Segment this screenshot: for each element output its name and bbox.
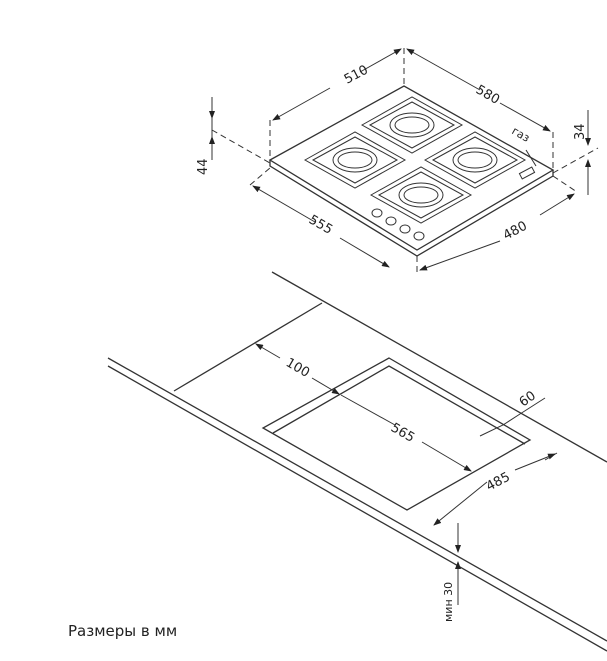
gas-inlet [518, 166, 536, 180]
countertop-drawing: 100 565 60 485 мин 30 [107, 271, 607, 652]
gas-label: газ [510, 124, 533, 145]
countertop-front-edge-top [107, 357, 607, 642]
burner-back [360, 96, 464, 154]
dim-min-30: мин 30 [442, 582, 455, 622]
gas-leader [525, 149, 537, 167]
hob-drawing: 510 580 555 480 44 34 газ [196, 48, 599, 272]
dim-100: 100 [283, 355, 312, 380]
dim-565: 565 [388, 420, 417, 445]
countertop-front-edge-bottom [107, 365, 607, 652]
countertop-back-edge [271, 271, 607, 463]
cutout-inner [272, 365, 526, 445]
dim-510: 510 [342, 63, 371, 88]
dim-44: 44 [196, 158, 211, 175]
dim-60: 60 [517, 388, 539, 410]
units-caption: Размеры в мм [68, 622, 178, 640]
burner-right [423, 131, 527, 189]
dim-480: 480 [501, 219, 530, 244]
burner-front [369, 166, 473, 224]
dim-34: 34 [573, 123, 588, 140]
dim-485: 485 [484, 470, 513, 495]
dim-580: 580 [473, 82, 502, 107]
dim-555: 555 [306, 212, 335, 237]
control-knobs [371, 208, 425, 241]
reference-line [173, 302, 323, 392]
burner-left [303, 131, 407, 189]
extension-lines [211, 48, 599, 272]
cutout-outer [261, 357, 532, 511]
